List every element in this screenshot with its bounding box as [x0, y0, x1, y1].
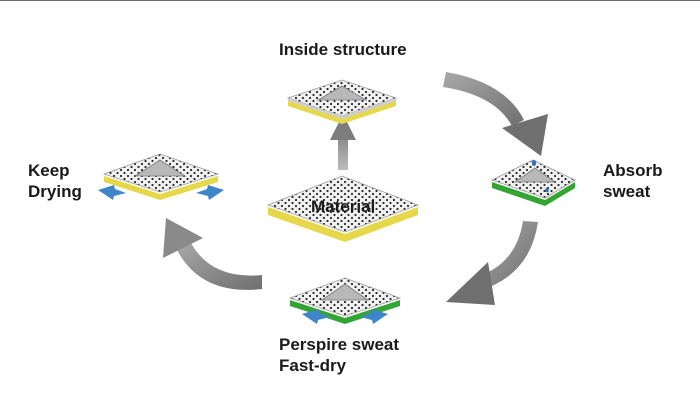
fabric-sample-material — [266, 175, 420, 242]
fabric-sample-inside — [286, 79, 398, 124]
label-perspire-line1: Perspire sweat — [279, 335, 400, 354]
fabric-sample-keep-drying — [98, 153, 224, 200]
top-border-line — [0, 0, 700, 1]
label-absorb-line1: Absorb — [603, 161, 663, 180]
cycle-arrow-top-right — [443, 72, 548, 156]
label-perspire-line2: Fast-dry — [279, 356, 347, 375]
label-inside-structure: Inside structure — [279, 40, 407, 59]
cycle-arrow-bottom-right — [446, 221, 538, 305]
label-absorb-sweat: Absorb sweat — [603, 160, 663, 202]
label-absorb-line2: sweat — [603, 182, 651, 201]
up-arrow — [330, 114, 356, 170]
fabric-sample-absorb — [490, 159, 576, 206]
label-material: Material — [311, 197, 376, 216]
label-keep-drying: Keep Drying — [28, 160, 82, 202]
fabric-sample-perspire — [288, 277, 402, 324]
label-perspire-sweat: Perspire sweat Fast-dry — [279, 334, 399, 376]
cycle-arrow-bottom-left — [163, 218, 262, 290]
label-keep-line2: Drying — [28, 182, 82, 201]
label-keep-line1: Keep — [28, 161, 70, 180]
